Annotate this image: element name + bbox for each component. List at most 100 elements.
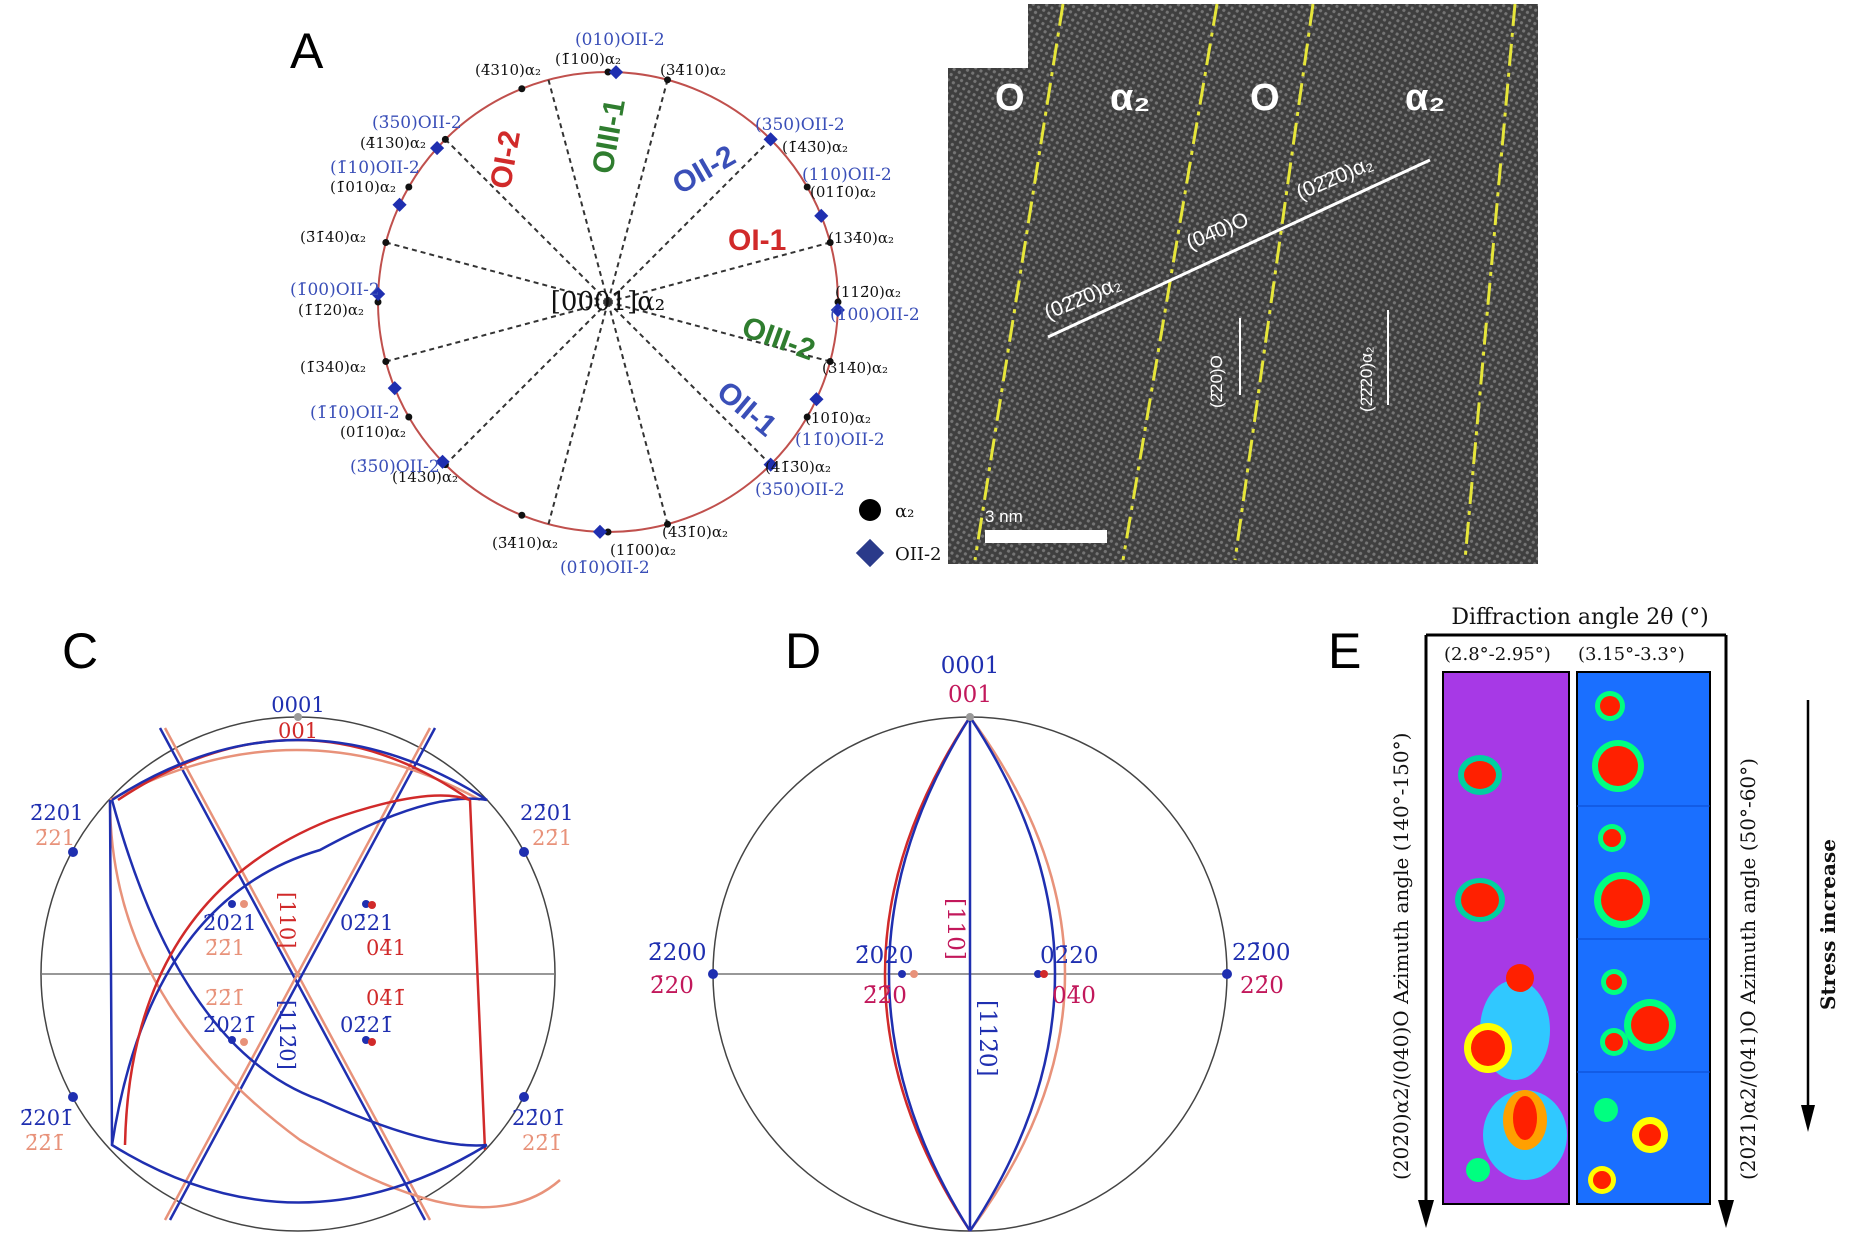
phase-o-1: O [995, 77, 1025, 119]
a-oii2-pole [809, 392, 824, 407]
a-lbl-b16: (112̄0)α₂ [835, 283, 901, 301]
a-radial-line [444, 138, 609, 303]
a-lbl-b17: (134̄0)α₂ [828, 229, 894, 247]
a-oii2-pole [763, 132, 778, 147]
a-lbl-u6: (01̄0)OII-2 [560, 558, 650, 578]
phase-a2-1: α₂ [1110, 77, 1150, 119]
plane-label-5: (2̄2̄20)α₂ [1357, 346, 1376, 412]
a-alpha2-pole [604, 528, 612, 536]
a-lbl-u3: (1̄00)OII-2 [290, 280, 380, 300]
c-ru-mil: 22̄1 [532, 826, 572, 850]
a-oii2-pole [763, 457, 778, 472]
a-oii2-pole [430, 141, 445, 156]
d-zone-red: [110] [942, 898, 968, 960]
a-lbl-b9: (14̄30)α₂ [392, 468, 458, 486]
a-oii2-pole [435, 454, 450, 469]
legend-alpha2-marker [859, 499, 881, 521]
phase-a2-2: α₂ [1405, 77, 1445, 119]
a-lbl-u7: (35̄0)OII-2 [755, 480, 845, 500]
interface-line-3 [1233, 3, 1315, 561]
a-lbl-b7: (1̄340)α₂ [300, 358, 366, 376]
c-in2-hex: 02̄21 [340, 911, 393, 935]
e-stress-label: Stress increase [1816, 839, 1840, 1010]
a-radial-line [607, 301, 831, 363]
sector-oi2: OI-2 [484, 128, 527, 191]
sector-oiii2: OIII-2 [738, 311, 820, 368]
a-lbl-u5: (3̄5̄0)OII-2 [350, 457, 440, 477]
a-alpha2-pole [803, 183, 811, 191]
a-lbl-u1: (3̄50)OII-2 [372, 113, 462, 133]
e-left-axis: (202̄0)α2/(040)O Azimuth angle (140°-150… [1389, 733, 1413, 1180]
a-oii2-pole [814, 208, 829, 223]
sector-oi1: OI-1 [728, 224, 786, 257]
a-alpha2-pole [826, 238, 834, 246]
a-alpha2-pole [604, 68, 612, 76]
a-lbl-b18: (011̄0)α₂ [810, 183, 876, 201]
c-in4-hex: 02̄21̄ [340, 1013, 393, 1037]
a-alpha2-pole [664, 520, 672, 528]
plane-label-4: (2̄20)O [1207, 355, 1226, 408]
a-radial-line [607, 138, 772, 303]
a-radial-line [444, 301, 609, 466]
c-in3-mil: 2̄2̄1̄ [205, 986, 245, 1010]
a-lbl-b4: (1̄010)α₂ [330, 178, 396, 196]
a-radial-line [547, 301, 609, 525]
d-inr-mil: 04̄0 [1052, 983, 1096, 1009]
e-right-axis: (202̄1)α2/(041)O Azimuth angle (50°-60°) [1736, 758, 1760, 1180]
a-alpha2-pole [382, 358, 390, 366]
c-lu-hex: 2̄201 [30, 801, 83, 825]
d-left-mil: 2̄20 [650, 973, 694, 999]
d-inl-hex: 2̄020 [855, 943, 914, 969]
panel-label-a: A [290, 23, 324, 79]
c-in4-mil: 04̄1̄ [366, 986, 406, 1010]
sector-oii1: OII-1 [711, 375, 783, 443]
a-lbl-b15: (314̄0)α₂ [822, 359, 888, 377]
panel-e-diffraction: Diffraction angle 2θ (°) (2.8°-2.95°) (3… [1389, 605, 1840, 1228]
a-lbl-b8: (01̄10)α₂ [340, 423, 406, 441]
a-alpha2-pole [664, 76, 672, 84]
a-lbl-b0: (4̄310)α₂ [475, 61, 541, 79]
a-lbl-b5: (3̄1̄40)α₂ [300, 228, 366, 246]
c-zone-red: [110] [275, 892, 299, 948]
a-lbl-u11: (350)OII-2 [755, 115, 845, 135]
a-lbl-b6: (1̄1̄20)α₂ [298, 301, 364, 319]
phase-o-2: O [1250, 77, 1280, 119]
a-oii2-pole [371, 286, 386, 302]
a-alpha2-pole [803, 413, 811, 421]
c-in2-mil: 04̄1 [366, 936, 406, 960]
c-lu-mil: 2̄21 [35, 826, 75, 850]
a-alpha2-pole [374, 298, 382, 306]
a-lbl-b10: (3̄4̄10)α₂ [492, 534, 558, 552]
d-inr-hex: 02̄20 [1040, 943, 1099, 969]
c-in3-hex: 2̄021̄ [203, 1013, 256, 1037]
a-oii2-pole [392, 197, 407, 212]
a-alpha2-pole [834, 298, 842, 306]
legend-oii2-marker [855, 538, 885, 568]
a-alpha2-pole [518, 511, 526, 519]
a-lbl-b14: (101̄0)α₂ [805, 409, 871, 427]
panel-label-e: E [1328, 623, 1361, 679]
panel-d-stereogram: 0001 001 2̄200 2̄20 22̄00 22̄0 2̄020 2̄2… [648, 653, 1291, 1232]
c-ll-hex: 2̄201̄ [20, 1106, 73, 1130]
e-col2-label: (3.15°-3.3°) [1578, 644, 1685, 665]
c-ru-hex: 22̄01 [520, 801, 573, 825]
a-lbl-b11: (11̄00)α₂ [610, 541, 676, 559]
a-lbl-u10: (110)OII-2 [802, 165, 892, 185]
a-alpha2-pole [518, 85, 526, 93]
sector-oiii1: OIII-1 [586, 97, 632, 177]
panel-c-stereogram: 0001 001 2̄201 2̄21 22̄01 22̄1 2̄201̄ 2̄… [20, 693, 573, 1232]
d-top-mil: 001 [948, 682, 992, 708]
a-lbl-b19: (1̄43̄0)α₂ [782, 138, 848, 156]
c-ll-mil: 2̄2̄1̄ [25, 1131, 65, 1155]
panel-a-center-label: [0001]α₂ [551, 287, 665, 317]
a-lbl-b1: (1̄100)α₂ [555, 50, 621, 68]
c-in1-mil: 2̄2̄1 [205, 936, 245, 960]
a-alpha2-pole [382, 238, 390, 246]
c-in1-hex: 2̄021 [203, 911, 256, 935]
d-zone-blue: [112̄0] [974, 1000, 1000, 1076]
legend-alpha2-label: α₂ [895, 501, 914, 522]
a-alpha2-pole [441, 135, 449, 143]
d-right-hex: 22̄00 [1232, 940, 1291, 966]
panel-a-stereogram: [0001]α₂ OI-2 OIII-1 OII-2 OI-1 OIII-2 O… [290, 30, 942, 578]
a-radial-line [607, 301, 772, 466]
